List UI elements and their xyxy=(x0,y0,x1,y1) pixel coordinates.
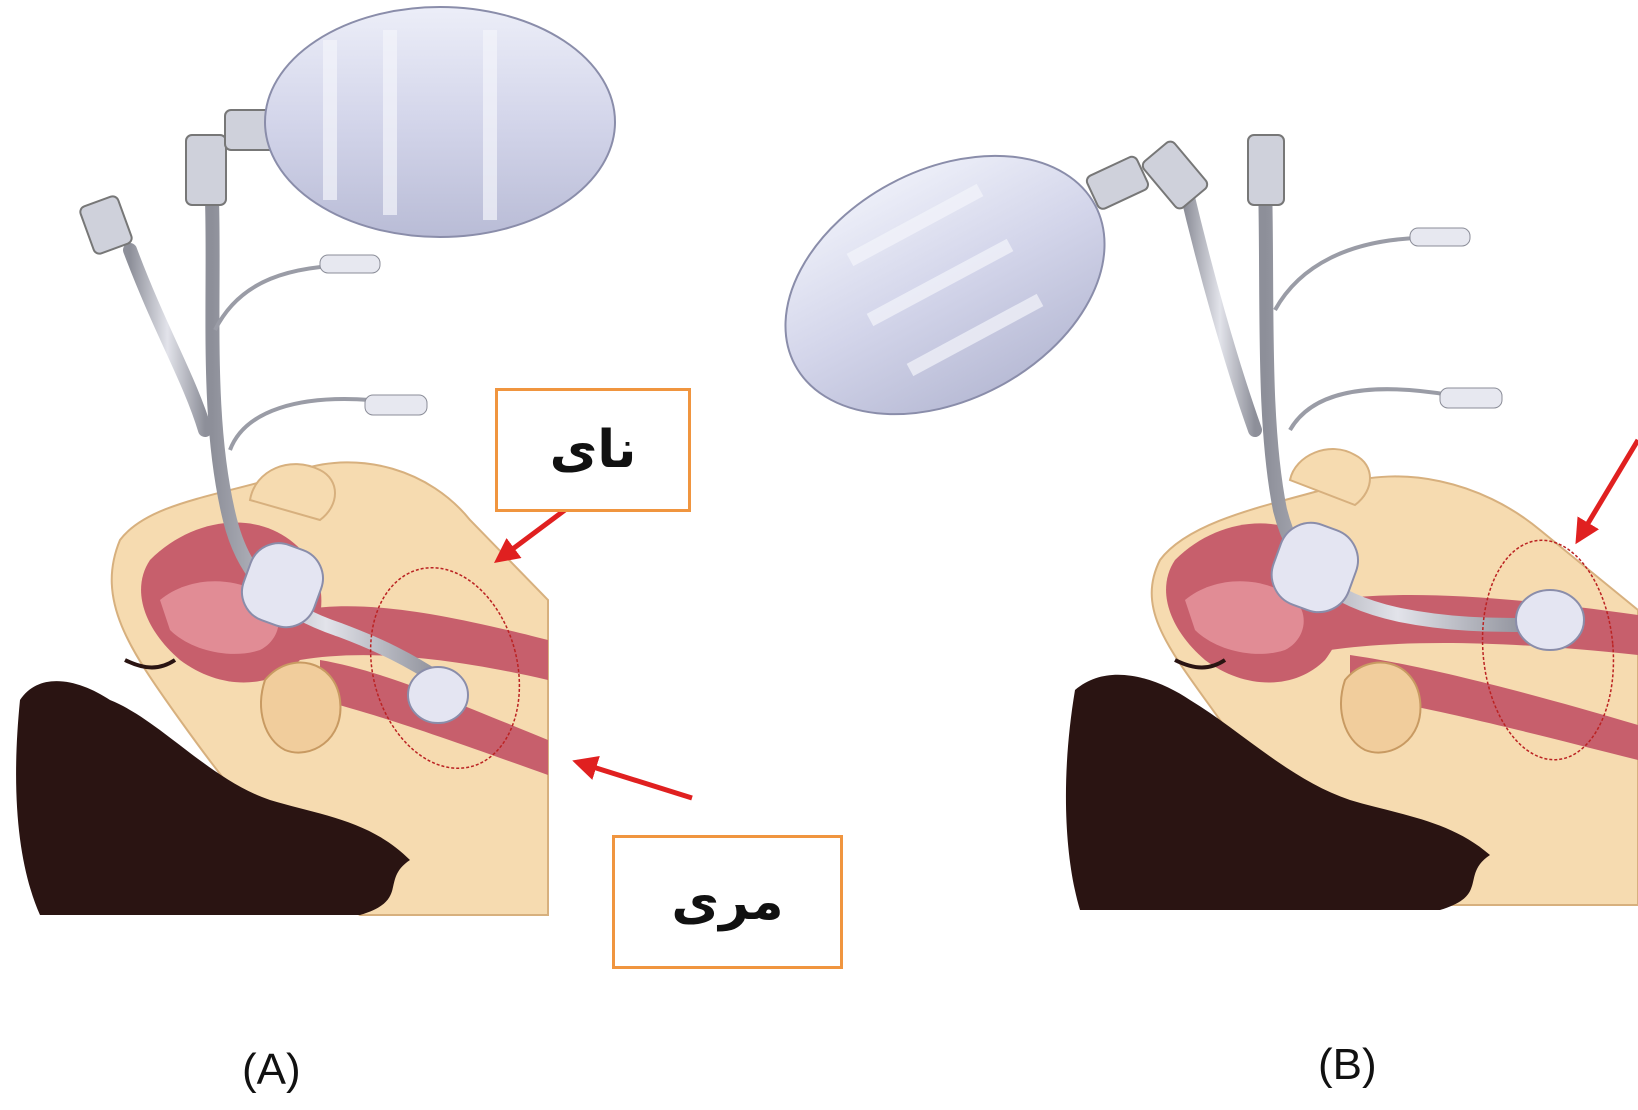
ear-a xyxy=(261,663,340,753)
pilot-line-1-b xyxy=(1275,238,1420,310)
pilot-line-1-a xyxy=(215,265,360,330)
pilot-balloon-1-a xyxy=(320,255,380,273)
tube-second-lumen-a xyxy=(130,250,205,430)
pilot-line-2-b xyxy=(1290,389,1450,430)
tube-second-lumen-b xyxy=(1185,185,1255,430)
bag-neck-b xyxy=(1085,155,1150,211)
esophagus-label: مری xyxy=(612,835,843,969)
connector-2-b xyxy=(1140,139,1209,211)
pilot-balloon-2-b xyxy=(1440,388,1502,408)
panel-b xyxy=(741,104,1638,910)
pilot-balloon-2-a xyxy=(365,395,427,415)
panel-a-caption: (A) xyxy=(242,1045,301,1095)
ear-b xyxy=(1341,663,1420,753)
connector-b xyxy=(1248,135,1284,205)
connector-a xyxy=(186,135,226,205)
arrow-b xyxy=(1578,440,1638,540)
distal-cuff-b xyxy=(1516,590,1584,650)
arrow-esophagus-a xyxy=(577,762,692,798)
distal-cuff-a xyxy=(408,667,468,723)
pilot-line-2-a xyxy=(230,399,370,450)
pilot-balloon-1-b xyxy=(1410,228,1470,246)
trachea-label: نای xyxy=(495,388,691,512)
panel-b-caption: (B) xyxy=(1318,1040,1377,1090)
ventilation-bag-a xyxy=(265,7,615,237)
